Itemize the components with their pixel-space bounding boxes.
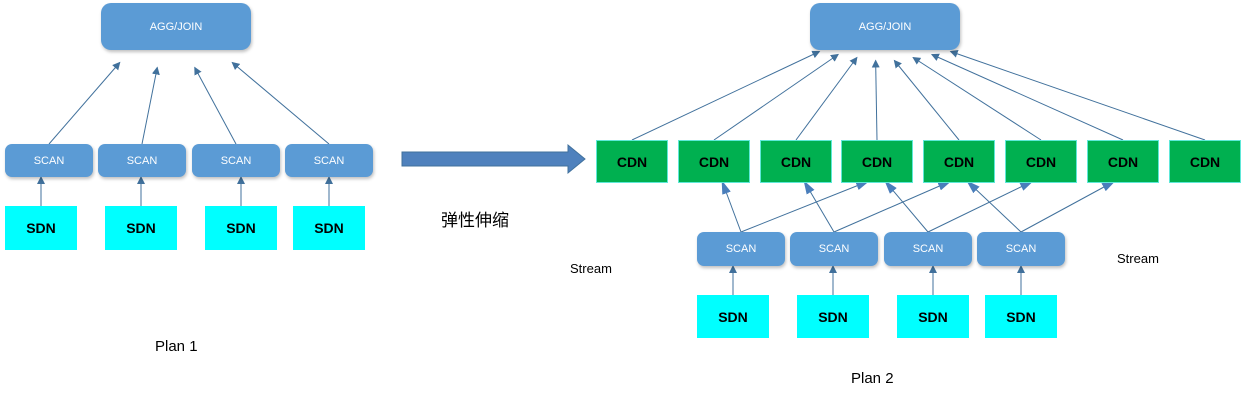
scan-label: SCAN (126, 154, 158, 167)
edge-scan-2-to-cdn-5 (927, 180, 1034, 233)
edge-cdn-0-to-agg (631, 50, 821, 141)
scan-label: SCAN (220, 154, 252, 167)
plan1-scan-node: SCAN (285, 144, 373, 177)
sdn-label: SDN (314, 220, 344, 236)
plan2-sdn-node: SDN (985, 295, 1057, 338)
sdn-label: SDN (918, 308, 948, 325)
cdn-label: CDN (1107, 153, 1139, 170)
stream-label-right: Stream (1117, 251, 1159, 266)
scan-label: SCAN (1005, 243, 1037, 255)
scale-transition-label: 弹性伸缩 (441, 211, 509, 231)
edge-cdn-7-to-agg (949, 50, 1206, 141)
scan-label: SCAN (725, 243, 757, 255)
edge-scan-1-to-cdn-4 (833, 180, 952, 233)
edge-scan-1-to-cdn-2 (803, 180, 835, 233)
edge-scan-0-to-cdn-3 (740, 180, 870, 233)
edge-cdn-1-to-agg (713, 53, 839, 141)
edge-scan-1-to-agg (141, 66, 160, 145)
plan2-sdn-node: SDN (897, 295, 969, 338)
plan2-cdn-node: CDN (841, 140, 913, 183)
plan2-scan-node: SCAN (977, 232, 1065, 266)
cdn-label: CDN (698, 153, 730, 170)
scan-label: SCAN (818, 243, 850, 255)
cdn-label: CDN (1189, 153, 1221, 170)
scan-label: SCAN (313, 154, 345, 167)
cdn-label: CDN (861, 153, 893, 170)
plan2-scan-node: SCAN (884, 232, 972, 266)
edge-scan-3-to-cdn-4 (966, 180, 1022, 233)
edge-cdn-2-to-agg (795, 56, 858, 141)
edge-cdn-5-to-agg (912, 56, 1042, 141)
plan1-sdn-node: SDN (205, 206, 277, 250)
edge-scan-0-to-agg (48, 61, 121, 145)
cdn-label: CDN (943, 153, 975, 170)
stream-label-left: Stream (570, 261, 612, 276)
agg-join-label: AGG/JOIN (858, 20, 912, 33)
plan2-cdn-node: CDN (1169, 140, 1241, 183)
edge-cdn-3-to-agg (871, 59, 880, 141)
plan2-scan-node: SCAN (790, 232, 878, 266)
plan2-cdn-node: CDN (760, 140, 832, 183)
plan1-sdn-node: SDN (293, 206, 365, 250)
sdn-label: SDN (818, 308, 848, 325)
edge-cdn-4-to-agg (893, 59, 960, 141)
edge-scan-3-to-cdn-6 (1020, 180, 1116, 233)
plan1-edges (37, 61, 333, 206)
plan2-cdn-node: CDN (1087, 140, 1159, 183)
sdn-label: SDN (226, 220, 256, 236)
plan1-scan-node: SCAN (192, 144, 280, 177)
plan1-caption: Plan 1 (155, 338, 198, 355)
scale-transition-arrow (401, 143, 586, 175)
plan1-sdn-node: SDN (5, 206, 77, 250)
scan-label: SCAN (912, 243, 944, 255)
cdn-label: CDN (1025, 153, 1057, 170)
edge-scan-3-to-agg (231, 61, 330, 145)
sdn-label: SDN (718, 308, 748, 325)
plan2-sdn-node: SDN (797, 295, 869, 338)
agg-join-label: AGG/JOIN (149, 20, 203, 33)
cdn-label: CDN (616, 153, 648, 170)
plan2-caption: Plan 2 (851, 370, 894, 387)
plan1-sdn-node: SDN (105, 206, 177, 250)
plan2-cdn-node: CDN (596, 140, 668, 183)
sdn-label: SDN (1006, 308, 1036, 325)
edge-scan-2-to-agg (194, 66, 237, 145)
sdn-label: SDN (126, 220, 156, 236)
scan-label: SCAN (33, 154, 65, 167)
edge-scan-2-to-cdn-3 (884, 180, 929, 233)
plan2-agg-join-node: AGG/JOIN (810, 3, 960, 50)
plan2-edges (631, 50, 1206, 295)
plan1-scan-node: SCAN (5, 144, 93, 177)
plan1-scan-node: SCAN (98, 144, 186, 177)
plan1-agg-join-node: AGG/JOIN (101, 3, 251, 50)
plan2-cdn-node: CDN (1005, 140, 1077, 183)
edge-scan-0-to-cdn-1 (721, 180, 742, 233)
plan2-cdn-node: CDN (678, 140, 750, 183)
cdn-label: CDN (780, 153, 812, 170)
plan2-cdn-node: CDN (923, 140, 995, 183)
plan2-sdn-node: SDN (697, 295, 769, 338)
plan2-scan-node: SCAN (697, 232, 785, 266)
sdn-label: SDN (26, 220, 56, 236)
edge-cdn-6-to-agg (930, 53, 1124, 141)
